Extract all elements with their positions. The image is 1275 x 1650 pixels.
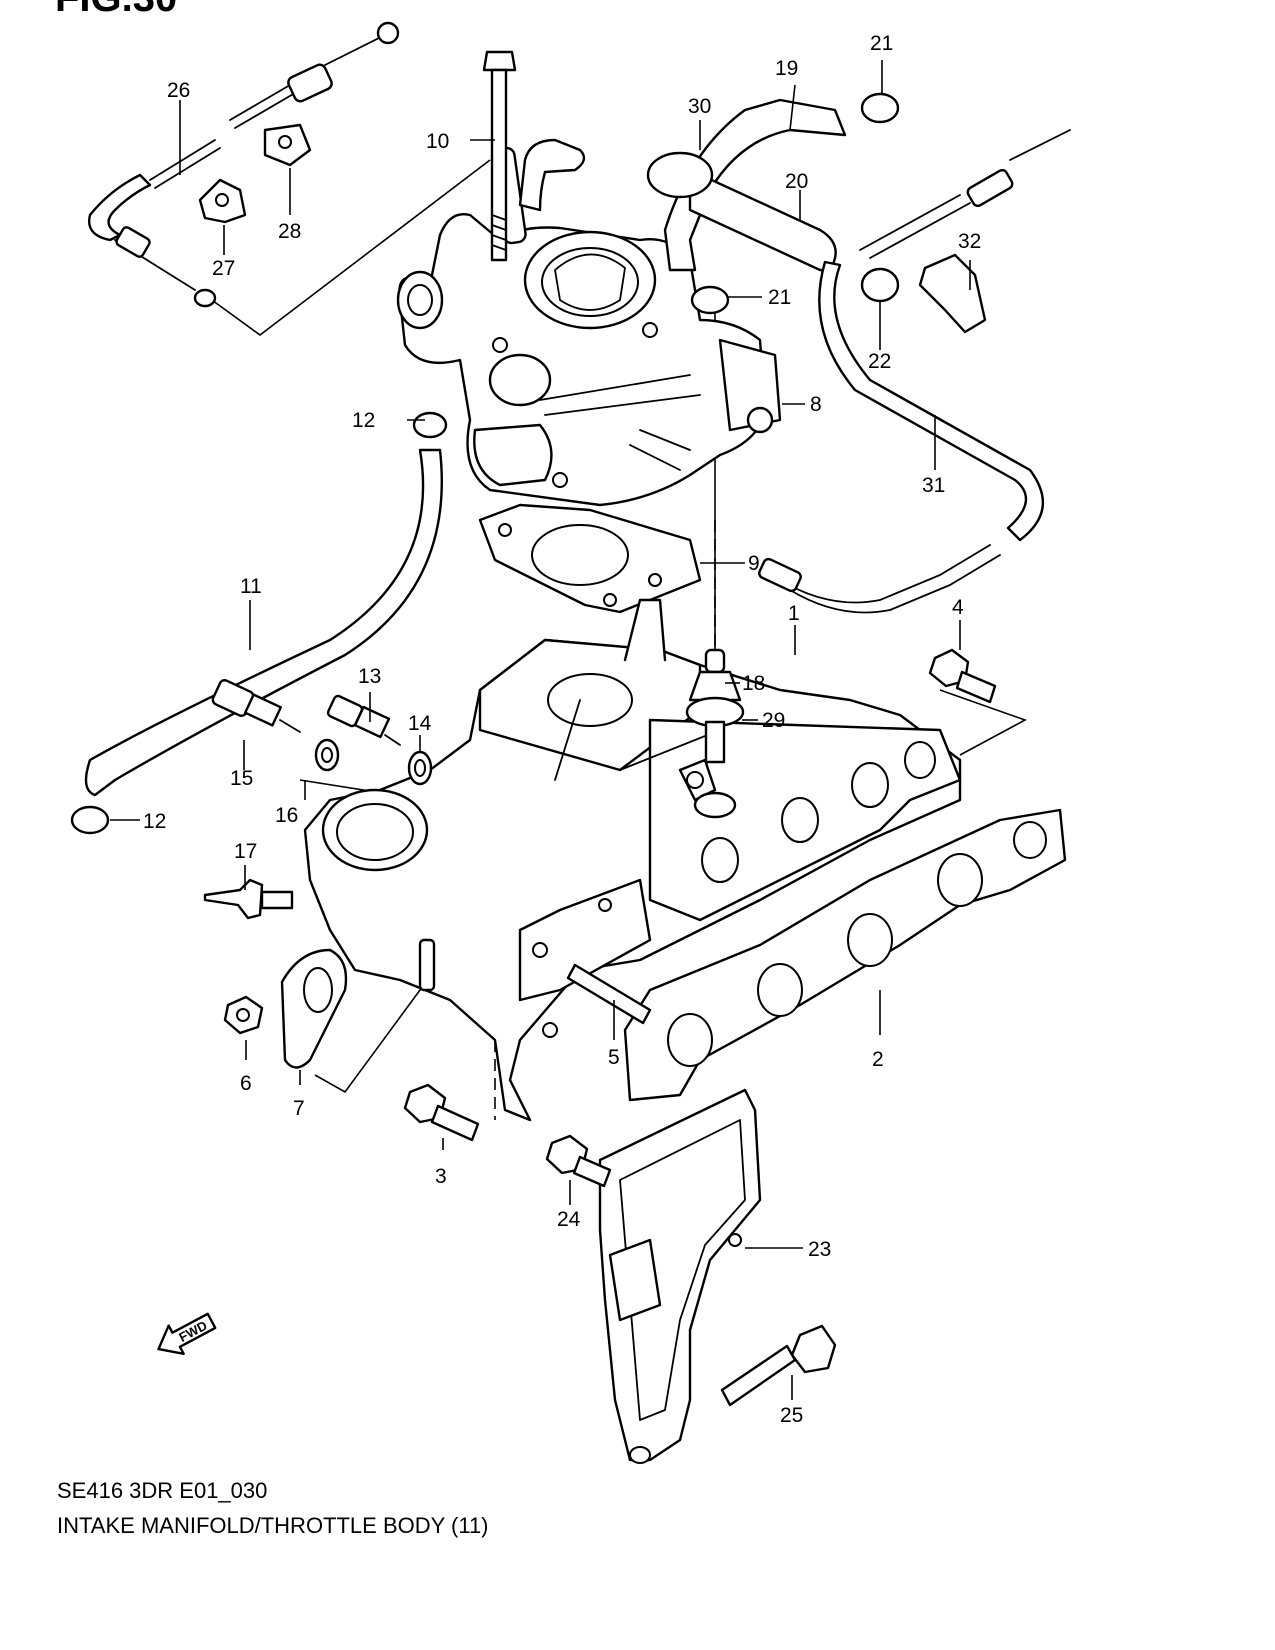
bolt-4 <box>928 648 997 704</box>
callout-9: 9 <box>748 552 760 575</box>
clamp-12-bottom <box>70 805 110 835</box>
bolt-25 <box>720 1324 837 1407</box>
callout-5: 5 <box>608 1046 620 1069</box>
callout-28: 28 <box>278 220 301 243</box>
throttle-cable <box>758 129 1071 614</box>
callout-23: 23 <box>808 1238 831 1261</box>
clip-28 <box>263 123 312 167</box>
callout-32: 32 <box>958 230 981 253</box>
fwd-arrow: FWD <box>157 1312 217 1356</box>
callout-1: 1 <box>788 602 800 625</box>
callout-16: 16 <box>275 804 298 827</box>
clamp-22 <box>860 267 900 303</box>
callout-4: 4 <box>952 596 964 619</box>
sensor-13 <box>326 694 401 746</box>
bolt-10 <box>482 50 517 262</box>
bolt-3 <box>403 1083 480 1142</box>
hose-31 <box>818 260 1044 542</box>
callout-21-top: 21 <box>870 32 893 55</box>
callout-12-bottom: 12 <box>143 810 166 833</box>
figure-title: FIG.30 <box>55 0 177 21</box>
caption-model-code: SE416 3DR E01_030 <box>57 1478 268 1503</box>
callout-labels: 1 2 3 4 5 6 7 8 9 10 11 12 12 13 14 15 1… <box>143 32 981 1427</box>
callout-8: 8 <box>810 393 822 416</box>
callout-26: 26 <box>167 79 190 102</box>
callout-17: 17 <box>234 840 257 863</box>
sensor-17 <box>203 878 294 920</box>
hose-19-20 <box>646 98 847 272</box>
clamp-21-top <box>860 92 900 124</box>
gasket-7 <box>280 948 348 1069</box>
callout-6: 6 <box>240 1072 252 1095</box>
callout-10: 10 <box>426 130 449 153</box>
stud-5 <box>566 963 652 1025</box>
callout-31: 31 <box>922 474 945 497</box>
clamp-12-top <box>412 411 448 439</box>
callout-21-mid: 21 <box>768 286 791 309</box>
callout-2: 2 <box>872 1048 884 1071</box>
callout-3: 3 <box>435 1165 447 1188</box>
sensor-15 <box>211 679 301 733</box>
callout-18: 18 <box>742 672 765 695</box>
callout-14: 14 <box>408 712 432 735</box>
clip-27 <box>198 178 247 224</box>
callout-7: 7 <box>293 1097 305 1120</box>
callout-15: 15 <box>230 767 253 790</box>
callout-11: 11 <box>240 575 262 598</box>
intake-manifold <box>303 598 962 1122</box>
callout-22: 22 <box>868 350 891 373</box>
callout-20: 20 <box>785 170 808 193</box>
throttle-body-assembly <box>396 138 782 507</box>
valve-18-29 <box>685 648 745 819</box>
callout-19: 19 <box>775 57 798 80</box>
callout-24: 24 <box>557 1208 581 1231</box>
manifold-gasket <box>623 808 1067 1102</box>
callout-25: 25 <box>780 1404 803 1427</box>
washer-14 <box>407 750 433 786</box>
callout-30: 30 <box>688 95 711 118</box>
bolt-24 <box>545 1134 612 1188</box>
hose-11 <box>84 448 443 797</box>
choke-cable <box>88 21 400 308</box>
clamp-21-mid <box>690 285 730 315</box>
nut-6 <box>223 995 264 1035</box>
caption-section-title: INTAKE MANIFOLD/THROTTLE BODY (11) <box>57 1513 489 1538</box>
callout-13: 13 <box>358 665 381 688</box>
clip-32 <box>918 253 987 334</box>
bracket-23 <box>598 1088 762 1464</box>
callout-leaders <box>110 60 971 1400</box>
callout-12-top: 12 <box>352 409 375 432</box>
callout-29: 29 <box>762 709 785 732</box>
throttle-body-gasket <box>478 503 702 614</box>
callout-27: 27 <box>212 257 235 280</box>
washer-16 <box>314 738 340 772</box>
